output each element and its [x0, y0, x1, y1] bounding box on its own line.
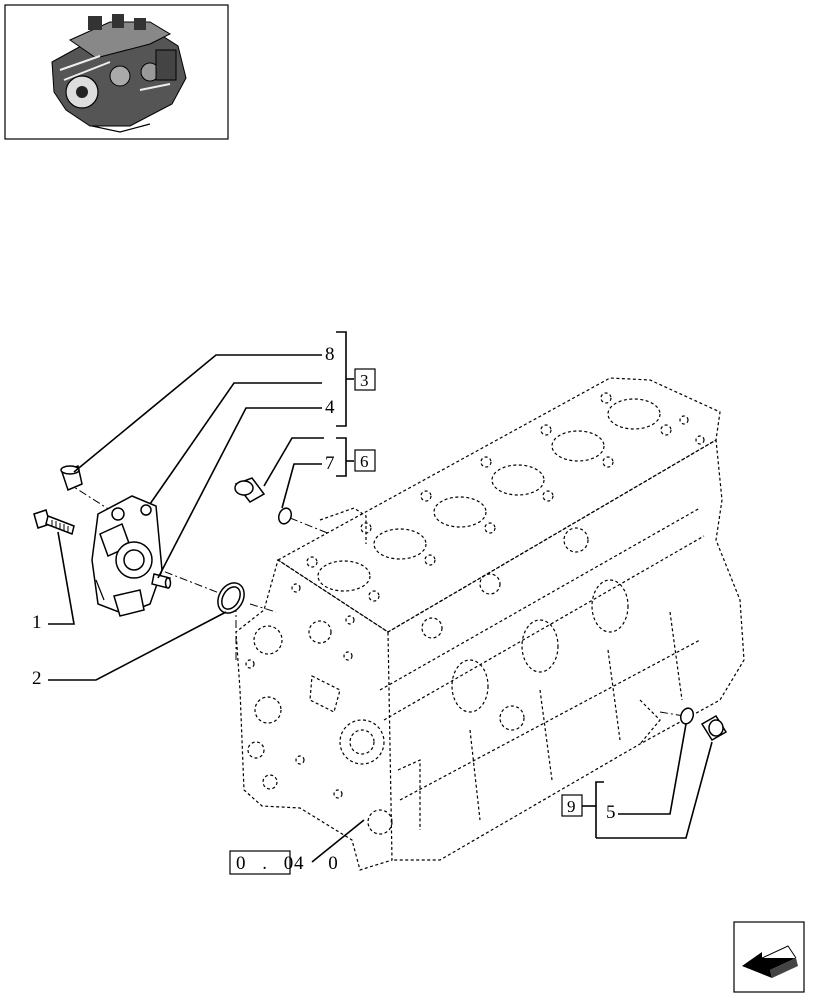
pump-housing[interactable] — [91, 495, 163, 617]
callout-3-box[interactable]: 3 — [354, 368, 376, 391]
callout-8: 8 — [325, 344, 335, 365]
callout-9-box[interactable]: 9 — [561, 794, 583, 817]
part-6-plug[interactable] — [234, 477, 266, 503]
callout-9: 9 — [567, 797, 576, 816]
assembly-axis-lines — [65, 481, 685, 717]
reference-suffix: 4 0 — [294, 853, 348, 874]
callout-5: 5 — [606, 802, 616, 823]
part-9-plug[interactable] — [700, 714, 728, 742]
part-2-ring[interactable] — [213, 578, 250, 618]
callout-2: 2 — [32, 668, 42, 689]
part-7-washer[interactable] — [277, 506, 294, 525]
part-5-washer[interactable] — [679, 706, 696, 725]
engine-thumbnail[interactable] — [4, 4, 229, 140]
part-1-bolt[interactable] — [33, 509, 75, 536]
leader-lines — [48, 331, 713, 863]
callout-6-box[interactable]: 6 — [354, 449, 376, 472]
callout-1: 1 — [32, 612, 42, 633]
callout-3: 3 — [360, 371, 369, 390]
engine-thumbnail-icon — [51, 14, 187, 133]
reference-boxed: 0 . 0 — [236, 853, 299, 874]
nav-back-button[interactable] — [733, 921, 805, 993]
part-8-cap[interactable] — [60, 464, 83, 492]
callout-4: 4 — [325, 397, 335, 418]
callout-7: 7 — [325, 453, 335, 474]
engine-block — [235, 377, 745, 871]
back-arrow-icon — [742, 945, 798, 978]
reference-code[interactable]: 0 . 0 4 0 — [229, 850, 348, 875]
part-4-dowel[interactable] — [151, 573, 172, 589]
callout-6: 6 — [360, 452, 369, 471]
